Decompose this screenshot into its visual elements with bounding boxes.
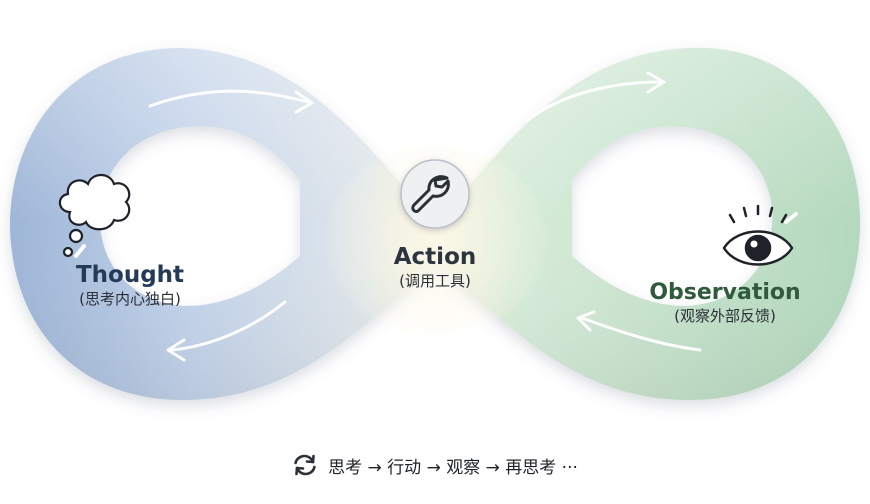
action-subtitle: (调用工具) <box>399 272 471 290</box>
observation-title: Observation <box>649 280 801 305</box>
center-glow <box>326 145 546 335</box>
arrow-bottom-left-head <box>166 338 186 362</box>
thought-node: Thought (思考内心独白) <box>50 262 210 309</box>
caption-text: 思考 → 行动 → 观察 → 再思考 ··· <box>328 457 578 478</box>
observation-subtitle: (观察外部反馈) <box>674 307 776 325</box>
action-node: Action (调用工具) <box>360 244 510 291</box>
flow-arrows <box>74 71 798 362</box>
thought-title: Thought <box>75 262 185 288</box>
refresh-icon <box>294 454 316 476</box>
thought-bubble-icon <box>58 173 131 258</box>
observation-node: Observation (观察外部反馈) <box>630 280 820 326</box>
wrench-icon <box>400 159 470 229</box>
eye-icon <box>722 204 794 266</box>
arrow-bottom-right-head <box>576 310 596 332</box>
action-title: Action <box>393 244 477 270</box>
dash-right <box>784 212 798 224</box>
cycle-caption: 思考 → 行动 → 观察 → 再思考 ··· <box>0 452 870 478</box>
dash-left <box>74 244 86 258</box>
thought-subtitle: (思考内心独白) <box>79 290 181 308</box>
arrow-top-right-head <box>646 71 666 94</box>
arrow-top-left-head <box>294 90 314 114</box>
arrow-bottom-right <box>580 316 702 352</box>
loop-shading <box>10 47 861 400</box>
arrow-top-left <box>148 89 310 108</box>
arrow-top-right <box>526 80 662 122</box>
arrow-bottom-left <box>170 300 287 352</box>
